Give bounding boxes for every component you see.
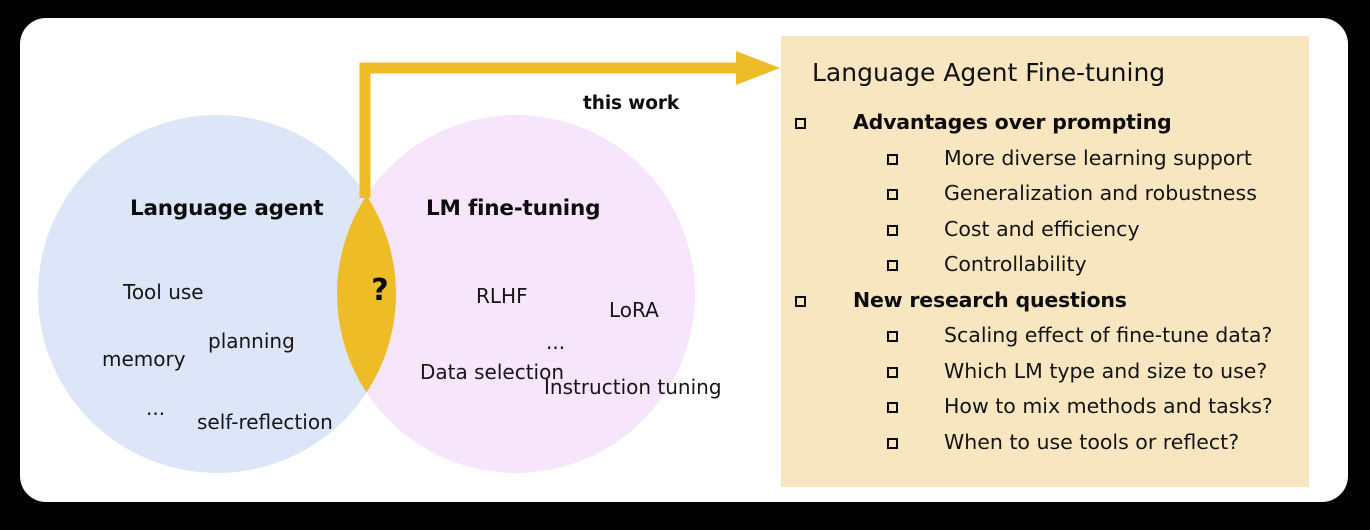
bullet-item-label: How to mix methods and tasks? [944, 394, 1273, 418]
hollow-square-bullet-icon [795, 295, 811, 312]
bullet-item: How to mix methods and tasks? [781, 394, 1309, 430]
hollow-square-bullet-icon [887, 402, 903, 418]
bullet-item: Generalization and robustness [781, 181, 1309, 217]
venn-term-memory: memory [102, 347, 186, 371]
venn-term-rlhf: RLHF [476, 284, 528, 308]
hollow-square-bullet-icon [887, 189, 903, 205]
hollow-square-bullet-icon [887, 437, 903, 454]
hollow-square-bullet-icon [887, 260, 903, 276]
panel-bullet-list: Advantages over prompting More diverse l… [781, 110, 1309, 465]
hollow-square-bullet-icon [887, 224, 903, 241]
this-work-arrow [359, 51, 780, 198]
hollow-square-bullet-icon [887, 366, 903, 383]
hollow-square-bullet-icon [795, 118, 811, 134]
bullet-item-label: Cost and efficiency [944, 216, 1140, 241]
bullet-item: More diverse learning support [781, 146, 1309, 182]
venn-circle-language-agent [38, 115, 396, 473]
bullet-item-label: Which LM type and size to use? [944, 358, 1268, 383]
bullet-heading-label: New research questions [853, 287, 1127, 312]
venn-term-planning: planning [208, 329, 295, 353]
venn-term-self-reflection: self-reflection [197, 410, 333, 434]
hollow-square-bullet-icon [887, 153, 903, 170]
venn-term-lora: LoRA [609, 298, 659, 322]
venn-term-ellipsis-left: ... [146, 396, 166, 420]
venn-intersection-question-mark: ? [371, 273, 389, 308]
venn-diagram: Language agent LM fine-tuning Tool use p… [20, 18, 780, 502]
venn-label-lm-fine-tuning: LM fine-tuning [426, 196, 601, 221]
bullet-item-label: More diverse learning support [944, 145, 1252, 170]
bullet-item-label: Scaling effect of fine-tune data? [944, 323, 1273, 347]
hollow-square-bullet-icon [887, 331, 903, 347]
bullet-item: Which LM type and size to use? [781, 359, 1309, 395]
venn-term-tool-use: Tool use [123, 280, 204, 304]
venn-term-instruction-tuning: Instruction tuning [544, 375, 722, 399]
bullet-item-label: When to use tools or reflect? [944, 429, 1240, 454]
this-work-label: this work [583, 93, 680, 114]
bullet-heading-advantages: Advantages over prompting [781, 110, 1309, 146]
bullet-heading-new-research-questions: New research questions [781, 288, 1309, 324]
bullet-item: Scaling effect of fine-tune data? [781, 323, 1309, 359]
venn-circle-lm-fine-tuning [337, 115, 695, 473]
bullet-item: Cost and efficiency [781, 217, 1309, 253]
figure-card: Language agent LM fine-tuning Tool use p… [20, 18, 1348, 502]
venn-label-language-agent: Language agent [130, 196, 324, 221]
venn-term-data-selection: Data selection [420, 360, 565, 384]
bullet-item: Controllability [781, 252, 1309, 288]
bullet-item-label: Generalization and robustness [944, 181, 1257, 205]
bullet-item-label: Controllability [944, 252, 1087, 276]
venn-term-ellipsis-right: ... [546, 330, 566, 354]
bullet-heading-label: Advantages over prompting [853, 110, 1172, 134]
panel-title: Language Agent Fine-tuning [812, 58, 1166, 87]
bullet-item: When to use tools or reflect? [781, 430, 1309, 466]
language-agent-fine-tuning-panel: Language Agent Fine-tuning Advantages ov… [781, 36, 1309, 487]
